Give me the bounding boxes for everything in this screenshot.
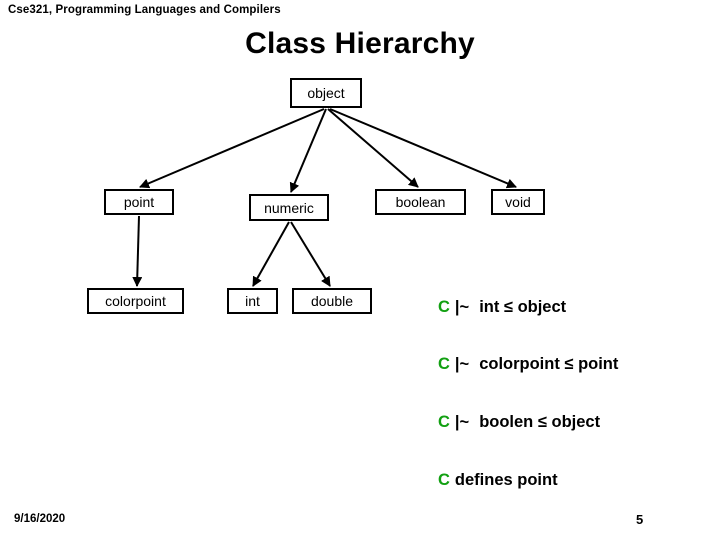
node-void[interactable]: void (491, 189, 545, 215)
judgement-line-3: C|~ boolen ≤ object (438, 414, 600, 431)
judgement-context: C (438, 413, 450, 431)
judgement-context: C (438, 471, 450, 489)
edge-object-void (329, 108, 517, 189)
edge-object-boolean (327, 108, 419, 188)
footer-date: 9/16/2020 (14, 513, 66, 525)
node-object[interactable]: object (290, 78, 362, 108)
judgement-body: int ≤ object (479, 298, 567, 316)
judgement-context: C (438, 355, 450, 373)
node-boolean[interactable]: boolean (375, 189, 466, 215)
edge-point-colorpoint (132, 215, 143, 287)
node-numeric[interactable]: numeric (249, 194, 329, 221)
edge-numeric-double (290, 221, 331, 287)
node-int[interactable]: int (227, 288, 278, 314)
turnstile-symbol: |~ (454, 298, 470, 316)
turnstile-symbol: |~ (454, 413, 470, 431)
node-point[interactable]: point (104, 189, 174, 215)
judgement-line-2: C|~ colorpoint ≤ point (438, 356, 618, 373)
page-title: Class Hierarchy (245, 27, 475, 60)
judgement-body: boolen ≤ object (479, 413, 601, 431)
judgement-line-1: C|~ int ≤ object (438, 299, 566, 316)
judgement-body: defines point (454, 471, 558, 489)
turnstile-symbol: |~ (454, 355, 470, 373)
edge-numeric-int (252, 221, 290, 287)
node-colorpoint[interactable]: colorpoint (87, 288, 184, 314)
edge-object-point (139, 108, 325, 189)
course-header: Cse321, Programming Languages and Compil… (8, 4, 281, 16)
judgement-context: C (438, 298, 450, 316)
judgement-body: colorpoint ≤ point (479, 355, 619, 373)
node-double[interactable]: double (292, 288, 372, 314)
footer-page-number: 5 (636, 512, 644, 527)
edge-object-numeric (289, 108, 327, 193)
